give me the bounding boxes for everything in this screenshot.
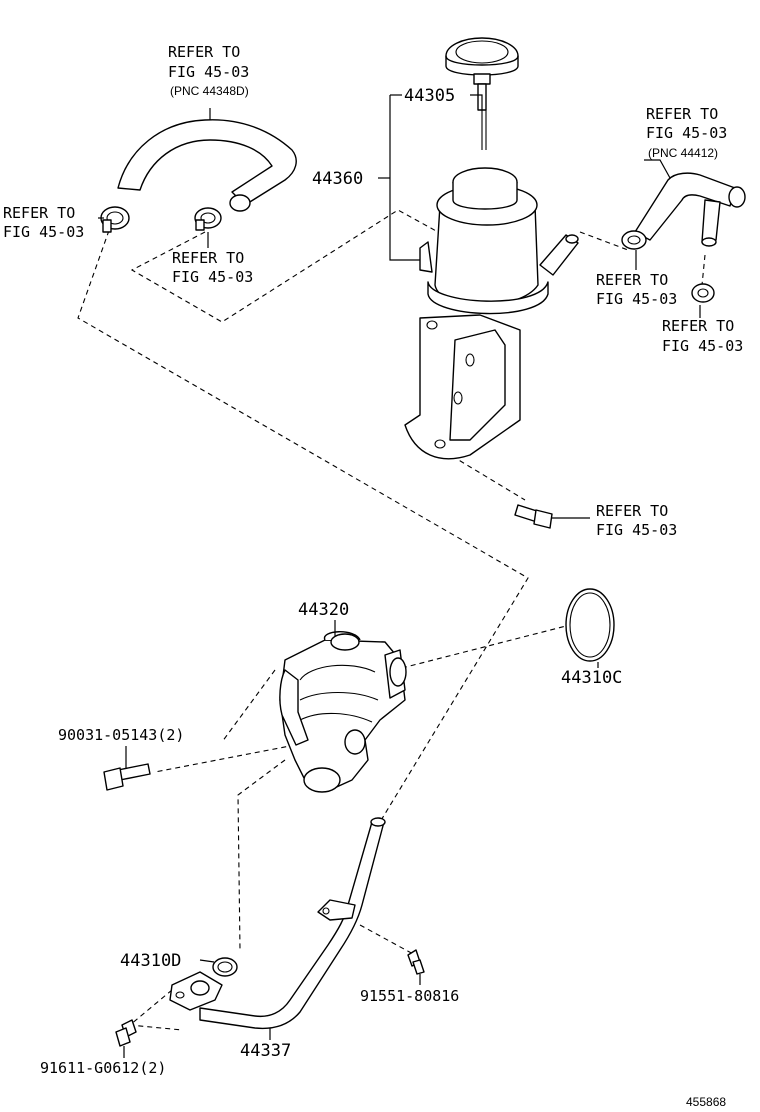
hose-clamp-left bbox=[100, 206, 130, 233]
part-number-pump-bolt: 90031-05143(2) bbox=[58, 726, 184, 744]
ref-label-line: FIG 45-03 bbox=[172, 268, 253, 286]
figure-id: 455868 bbox=[686, 1095, 726, 1109]
ref-label-top-left: REFER TO FIG 45-03 (PNC 44348D) bbox=[168, 43, 249, 98]
part-number-pump: 44320 bbox=[298, 600, 349, 620]
ref-label-bracket-bolt: REFER TO FIG 45-03 bbox=[596, 502, 677, 539]
reservoir-tank bbox=[404, 167, 579, 460]
hose-clamp-right-upper bbox=[621, 230, 647, 250]
hose-clamp-right-lower bbox=[691, 283, 715, 303]
leader-lines bbox=[98, 94, 701, 1058]
ref-label-line: REFER TO bbox=[3, 204, 75, 222]
supply-hose-right bbox=[634, 172, 746, 247]
ref-label-pnc: (PNC 44348D) bbox=[170, 84, 249, 98]
ref-label-line: FIG 45-03 bbox=[168, 63, 249, 81]
o-ring-d bbox=[212, 957, 238, 977]
part-number-flange-bolt: 91611-G0612(2) bbox=[40, 1059, 166, 1077]
ref-label-right-lower-clamp: REFER TO FIG 45-03 bbox=[662, 317, 743, 355]
bracket-bolt bbox=[514, 504, 553, 529]
ref-label-line: REFER TO bbox=[596, 502, 668, 520]
pipe-bolt bbox=[407, 949, 425, 975]
hose-clamp-middle bbox=[194, 207, 222, 231]
part-number-o-ring-d: 44310D bbox=[120, 951, 181, 971]
ref-label-line: FIG 45-03 bbox=[596, 521, 677, 539]
reservoir-cap bbox=[445, 37, 519, 150]
ref-label-left: REFER TO FIG 45-03 bbox=[3, 204, 84, 241]
part-number-o-ring-c: 44310C bbox=[561, 668, 622, 688]
ref-label-line: FIG 45-03 bbox=[662, 337, 743, 355]
ref-label-line: REFER TO bbox=[646, 105, 718, 123]
ref-label-line: FIG 45-03 bbox=[646, 124, 727, 142]
ref-label-line: REFER TO bbox=[168, 43, 240, 61]
part-number-pipe: 44337 bbox=[240, 1041, 291, 1061]
pump-bolt bbox=[103, 763, 151, 791]
return-hose bbox=[117, 119, 297, 212]
ref-label-right-clamp: REFER TO FIG 45-03 bbox=[596, 271, 677, 308]
part-number-cap: 44305 bbox=[404, 86, 455, 106]
part-number-reservoir: 44360 bbox=[312, 169, 363, 189]
ref-label-line: REFER TO bbox=[172, 249, 244, 267]
part-number-pipe-bolt: 91551-80816 bbox=[360, 987, 459, 1005]
ref-label-line: REFER TO bbox=[596, 271, 668, 289]
ref-label-line: FIG 45-03 bbox=[596, 290, 677, 308]
ref-label-pnc: (PNC 44412) bbox=[648, 146, 718, 160]
flange-bolt bbox=[115, 1019, 137, 1047]
pressure-pipe bbox=[169, 817, 386, 1030]
ref-label-line: FIG 45-03 bbox=[3, 223, 84, 241]
ref-label-middle-clamp: REFER TO FIG 45-03 bbox=[172, 249, 253, 286]
ref-label-line: REFER TO bbox=[662, 317, 734, 335]
ref-label-top-right: REFER TO FIG 45-03 (PNC 44412) bbox=[646, 105, 727, 160]
power-steering-pump bbox=[279, 631, 407, 793]
o-ring-c bbox=[565, 588, 615, 662]
